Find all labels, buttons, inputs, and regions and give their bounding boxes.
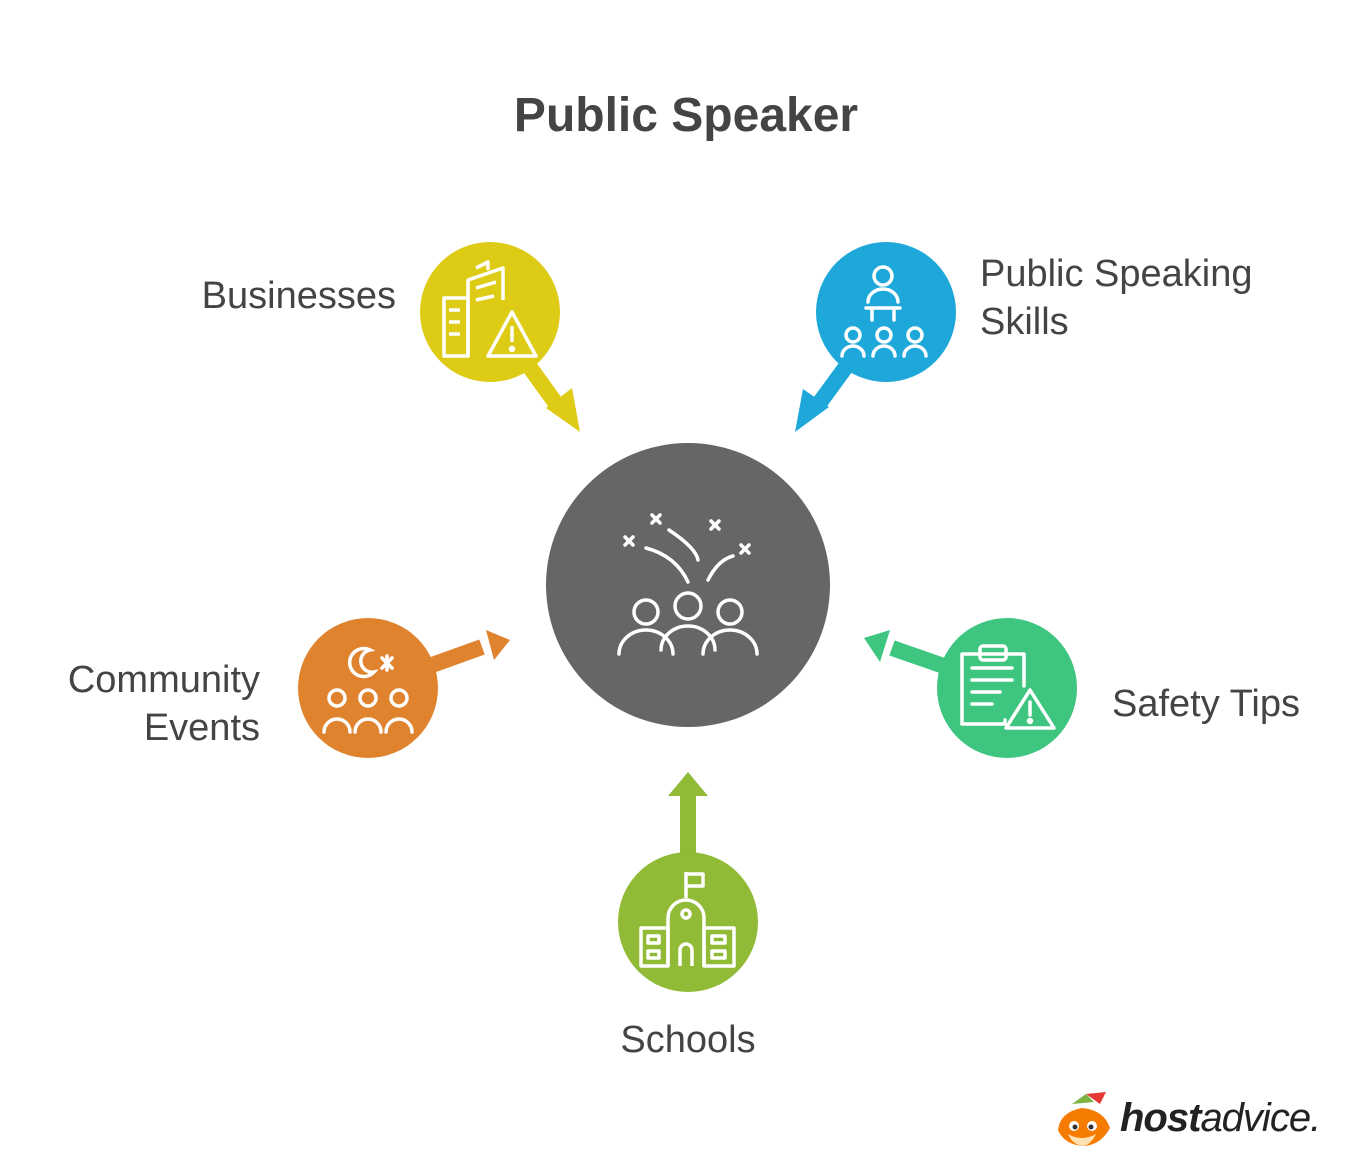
logo-wordmark: hostadvice. (1120, 1096, 1321, 1141)
hostadvice-logo: hostadvice. (1050, 1090, 1330, 1150)
presenter-audience-icon (840, 265, 928, 358)
school-building-icon (639, 872, 736, 968)
logo-regular: advice. (1200, 1096, 1321, 1140)
page-title: Public Speaker (513, 89, 859, 142)
public-speaking-node (795, 242, 956, 432)
safety-node (864, 618, 1077, 758)
logo-bold: host (1120, 1096, 1201, 1140)
community-node (298, 618, 510, 758)
community-label-line1: Community (67, 659, 260, 701)
schools-label: Schools (620, 1019, 756, 1061)
public-speaking-label-line1: Public Speaking (980, 253, 1253, 295)
businesses-label: Businesses (201, 275, 396, 317)
fox-mascot-icon (1058, 1092, 1110, 1146)
community-label: Community Events (20, 656, 260, 752)
public-speaking-label: Public Speaking Skills (980, 250, 1300, 346)
schools-node (618, 772, 758, 992)
public-speaking-label-line2: Skills (980, 301, 1069, 343)
clipboard-warning-icon (960, 644, 1056, 730)
businesses-node (420, 242, 580, 432)
moon-star-crowd-icon (322, 646, 414, 734)
center-node (546, 443, 830, 727)
crowd-fireworks-icon (617, 513, 759, 656)
buildings-warning-icon (442, 260, 538, 358)
safety-label: Safety Tips (1112, 683, 1300, 725)
community-label-line2: Events (143, 707, 260, 749)
